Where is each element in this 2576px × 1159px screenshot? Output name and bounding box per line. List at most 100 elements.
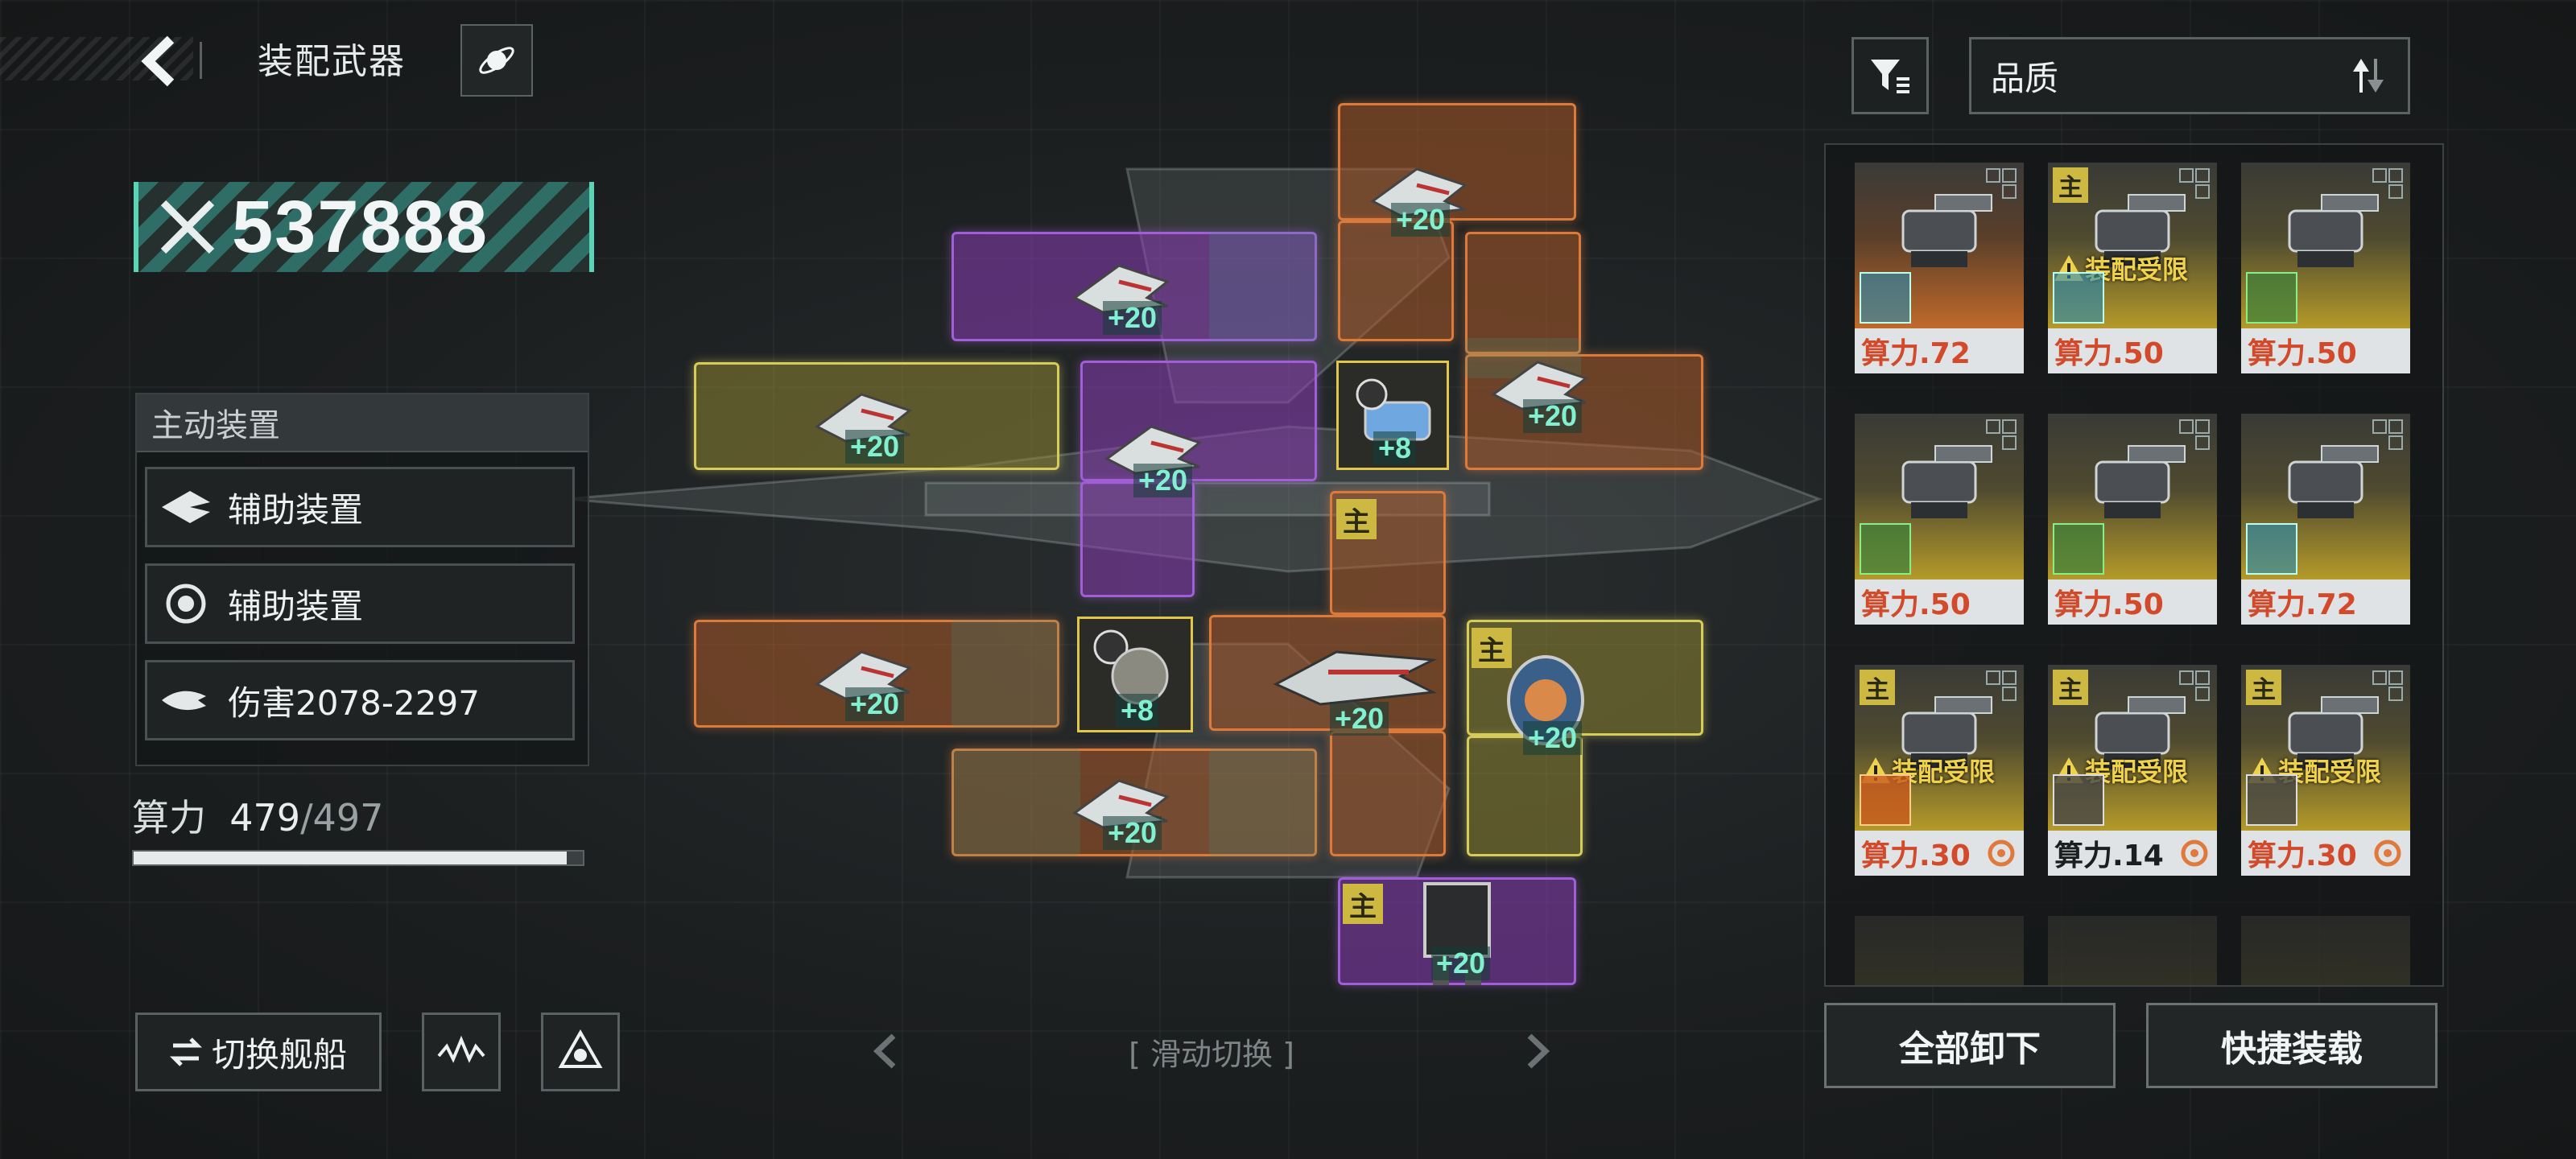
weapon-turret-icon [2288,194,2379,267]
overlap-highlight [952,749,1080,856]
active-devices-panel: 主动装置 辅助装置 辅助装置 伤害2078-2297 [135,393,589,766]
planet-button[interactable] [460,24,533,97]
device-label-2: 辅助装置 [228,586,364,626]
slot-orange-right-upper[interactable] [1465,232,1581,354]
wave-button[interactable] [422,1013,501,1091]
chevron-left-icon [873,1033,896,1069]
swipe-switch[interactable]: [ 滑动切换 ] [869,1027,1554,1075]
weapon-type-icon [1860,272,1911,324]
weapon-turret-icon [2095,696,2186,769]
sort-order-icon [2353,59,2384,93]
grid-corner-icon [1986,419,2017,450]
main-tag: 主 [1860,670,1895,705]
main-tag: 主 [1472,628,1512,668]
grid-corner-icon [1986,670,2017,701]
inventory-card-partial[interactable] [2241,916,2410,985]
weapon-art [1855,916,2024,985]
switch-icon [169,1037,202,1066]
inventory-card[interactable]: 主装配受限算力.50 [2048,163,2217,373]
bonus-value: +20 [1391,203,1451,237]
compute-cost: 算力.50 [2054,337,2164,370]
inventory-card[interactable]: 算力.50 [2048,414,2217,625]
fighter-ship-icon [1072,779,1170,829]
slot-purple-mid-lower[interactable] [1080,481,1195,597]
main-tag: 主 [2246,670,2281,705]
compute-cost: 算力.50 [2248,337,2357,370]
compute-used: 479 [229,796,301,839]
inventory-card[interactable]: 主装配受限算力.14 [2048,665,2217,876]
card-footer: 算力.50 [2048,328,2217,373]
slot-yellow-right-lower[interactable] [1467,736,1583,856]
compute-cost: 算力.30 [2248,839,2357,872]
inventory-card[interactable]: 算力.50 [2241,163,2410,373]
sort-select[interactable]: 品质 [1969,37,2410,114]
slot-center-column-lower[interactable] [1330,731,1446,856]
device-button-3[interactable]: 伤害2078-2297 [145,660,575,740]
gear-icon [1988,839,2015,867]
device-button-1[interactable]: 辅助装置 [145,467,575,547]
card-footer: 算力.50 [1855,580,2024,625]
planet-icon [479,47,514,74]
bonus-value: +20 [1523,399,1583,433]
card-footer: 算力.14 [2048,831,2217,876]
weapon-turret-icon [1901,696,1992,769]
grid-corner-icon [2179,168,2210,199]
bonus-value: +20 [1431,947,1491,980]
chevron-right-icon [1527,1033,1550,1069]
fighter-ship-icon [815,650,913,700]
card-footer: 算力.50 [2048,580,2217,625]
unload-all-label: 全部卸下 [1899,1029,2041,1070]
inventory-card-partial[interactable] [1855,916,2024,985]
inventory-card[interactable]: 主装配受限算力.30 [2241,665,2410,876]
switch-ship-button[interactable]: 切换舰船 [135,1013,382,1091]
inventory-card-partial[interactable] [2048,916,2217,985]
weapon-type-icon [2246,523,2297,575]
bonus-value: +20 [1330,702,1389,736]
inventory-card[interactable]: 算力.72 [2241,414,2410,625]
gear-icon [2374,839,2401,867]
compute-bar-fill [134,852,567,864]
switch-ship-label: 切换舰船 [211,1034,347,1074]
device-button-2[interactable]: 辅助装置 [145,563,575,644]
fighter-ship-icon [1104,425,1203,475]
compute-total: /497 [300,796,384,839]
compute-cost: 算力.50 [2054,588,2164,621]
filter-button[interactable] [1852,37,1929,114]
main-tag: 主 [1336,499,1377,539]
weapon-turret-icon [2095,445,2186,518]
page-title: 装配武器 [258,41,406,82]
weapon-type-icon [1860,523,1911,575]
unload-all-button[interactable]: 全部卸下 [1824,1003,2116,1088]
overlap-highlight [1209,749,1317,856]
inventory-card[interactable]: 主装配受限算力.30 [1855,665,2024,876]
gear-icon [2181,839,2208,867]
grid-corner-icon [2179,419,2210,450]
card-footer: 算力.30 [2241,831,2410,876]
card-footer: 算力.72 [1855,328,2024,373]
bonus-value: +8 [1116,694,1159,728]
inventory-card[interactable]: 算力.72 [1855,163,2024,373]
compute-bar [132,850,584,866]
weapon-type-icon [2053,272,2104,324]
grid-corner-icon [2372,168,2403,199]
bonus-value: +20 [1523,721,1583,755]
slot-top-lower[interactable] [1338,221,1454,341]
overlap-highlight [1209,232,1317,341]
bonus-value: +20 [845,687,905,721]
weapon-type-icon [2246,774,2297,826]
bonus-value: +20 [1103,816,1162,850]
quick-equip-button[interactable]: 快捷装载 [2146,1003,2438,1088]
quick-equip-label: 快捷装载 [2221,1029,2363,1070]
active-devices-title: 主动装置 [137,394,588,452]
slot-orange-right[interactable] [1465,354,1703,470]
emblem-button[interactable] [541,1013,620,1091]
weapon-turret-icon [1901,445,1992,518]
inventory-card[interactable]: 算力.50 [1855,414,2024,625]
damage-icon [154,668,218,732]
compute-cost: 算力.72 [2248,588,2357,621]
compute-cost: 算力.14 [2054,839,2164,872]
back-button[interactable] [129,29,193,93]
main-tag: 主 [2053,670,2088,705]
fighter-ship-icon [1072,264,1170,314]
